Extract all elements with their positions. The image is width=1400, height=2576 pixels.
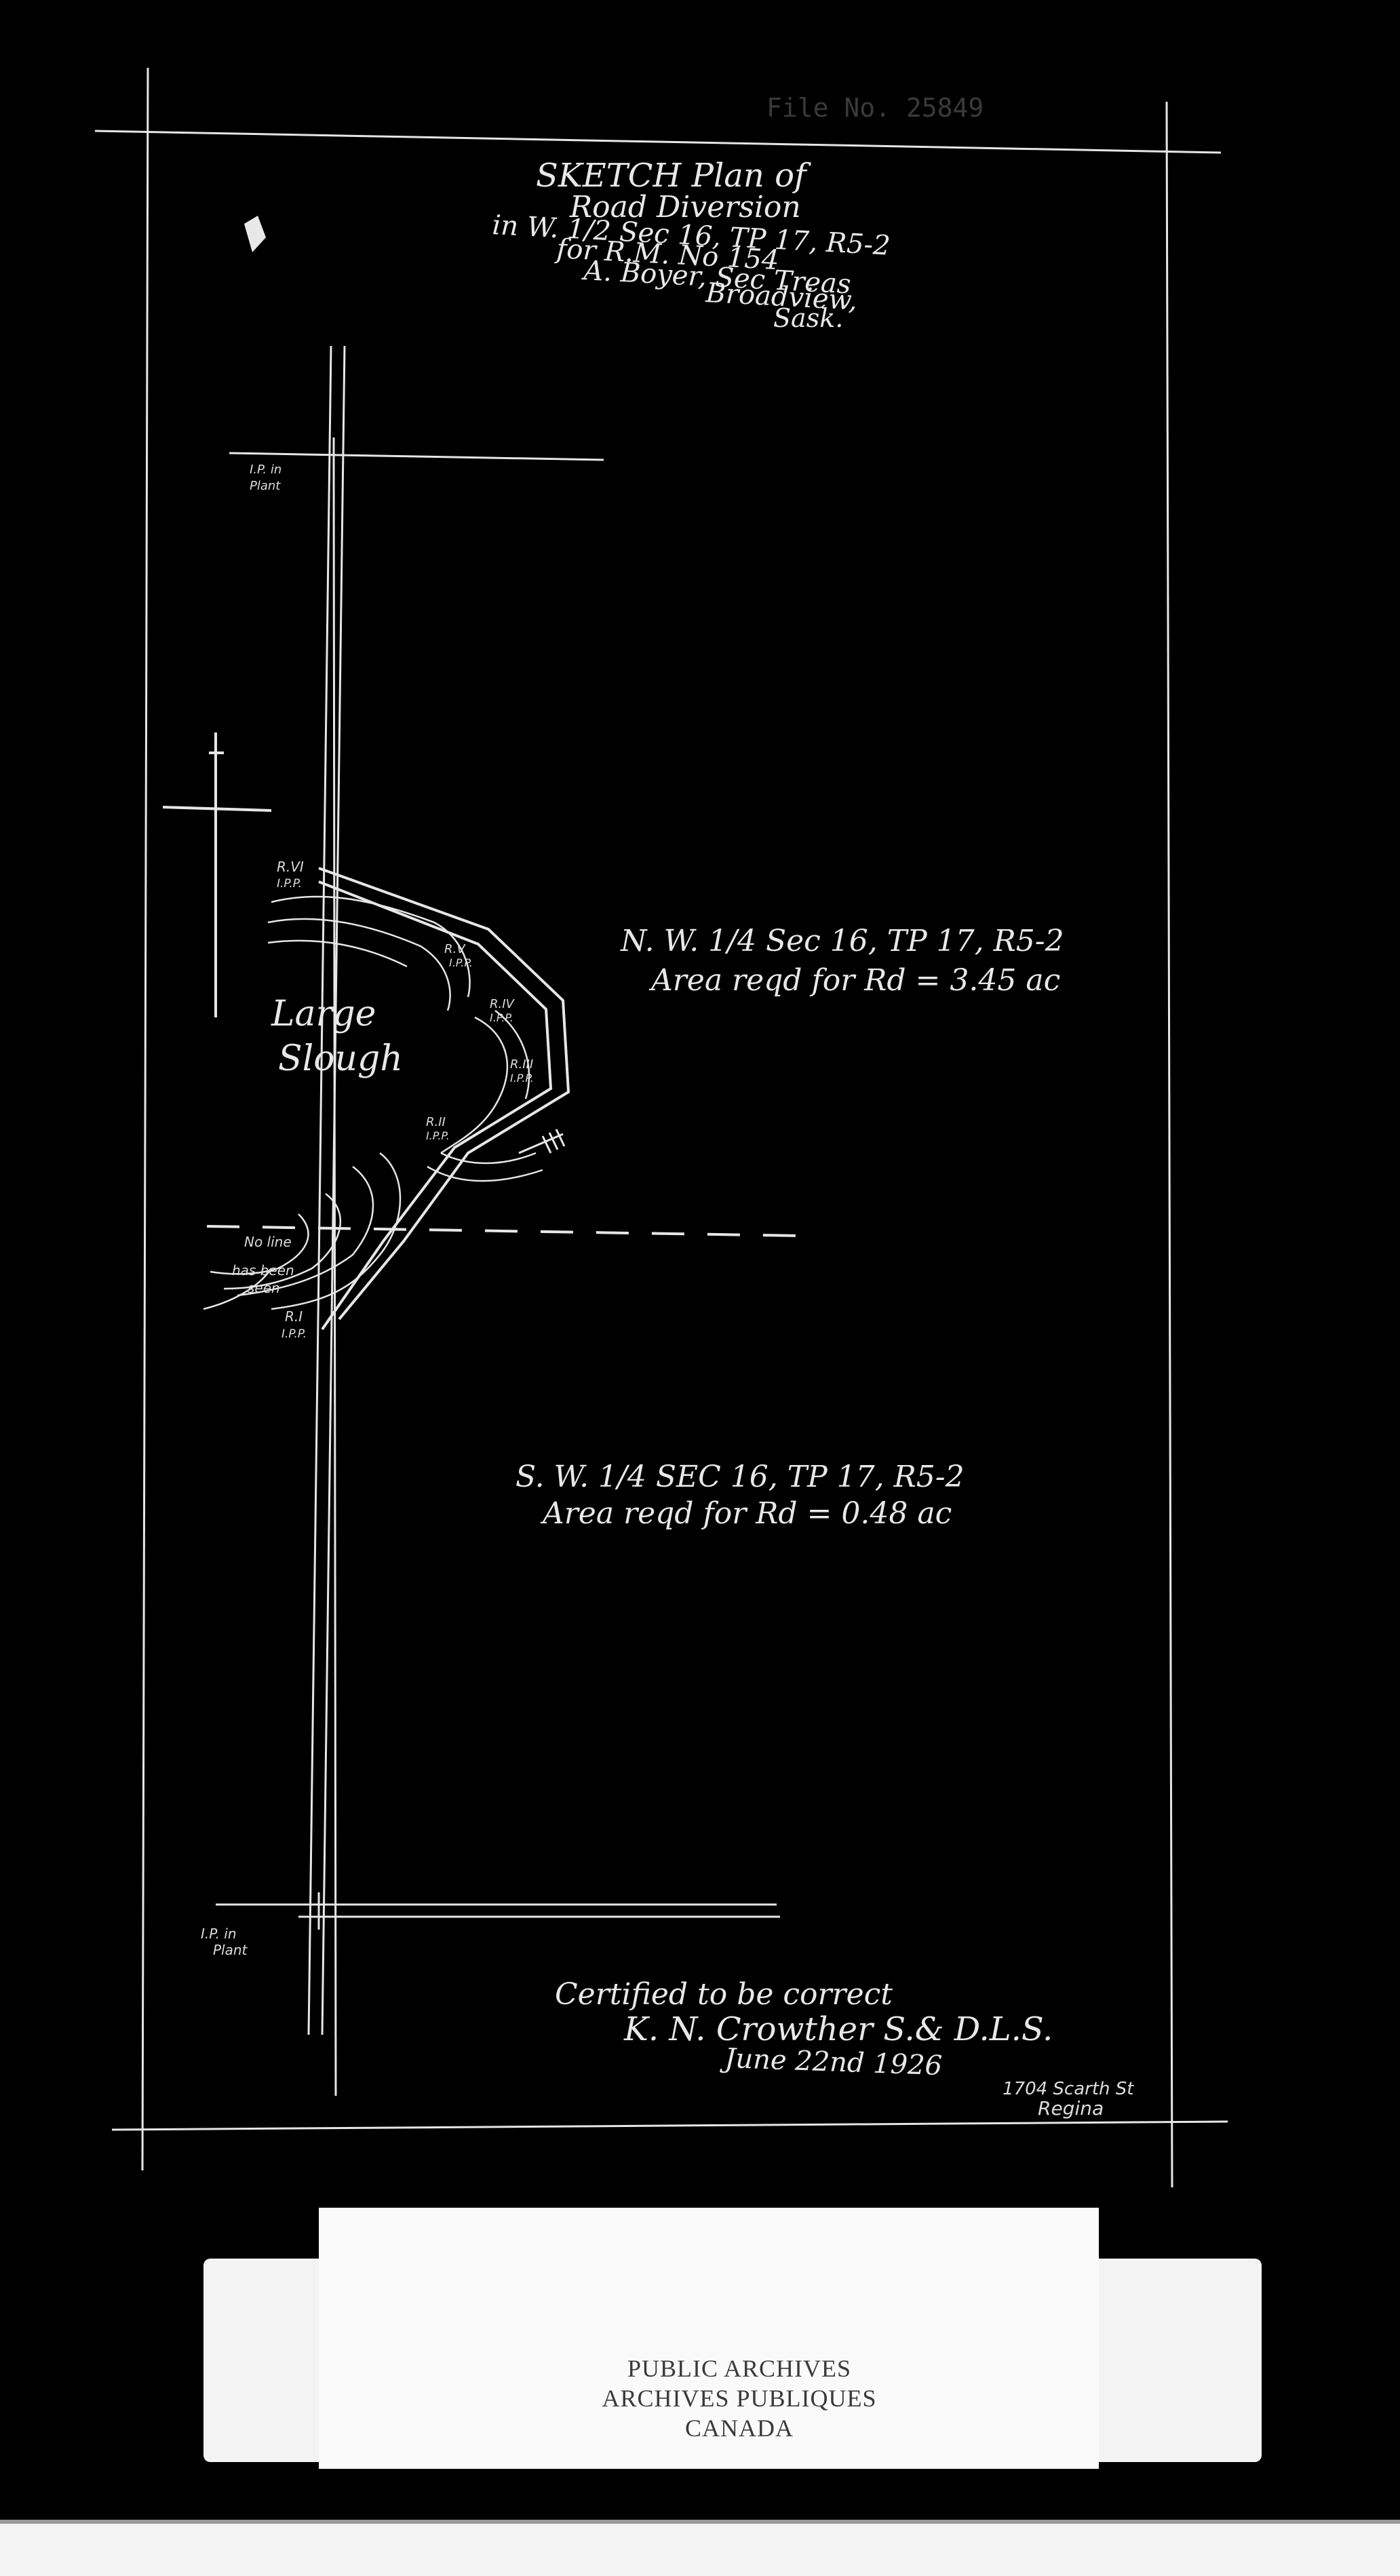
svg-text:Regina: Regina xyxy=(1038,2097,1104,2120)
stamp-line: ARCHIVES PUBLIQUES xyxy=(602,2385,877,2412)
bottom-section-line xyxy=(216,1892,780,1930)
title-line: Sask. xyxy=(773,303,843,333)
svg-text:I.P.P.: I.P.P. xyxy=(510,1072,534,1085)
svg-text:I.P. in: I.P. in xyxy=(201,1926,237,1942)
svg-text:I.P. in: I.P. in xyxy=(250,463,281,477)
svg-text:Plant: Plant xyxy=(250,479,281,493)
post-label-r-vi: R.VI I.P.P. xyxy=(277,859,304,891)
svg-text:Slough: Slough xyxy=(278,1038,403,1079)
svg-text:Area reqd for Rd = 0.48 ac: Area reqd for Rd = 0.48 ac xyxy=(540,1496,952,1531)
north-arrow-icon xyxy=(162,733,272,1017)
road-diversion xyxy=(318,867,570,1331)
certification-date: June 22nd 1926 xyxy=(720,2043,943,2082)
road-allowance xyxy=(307,345,346,2096)
svg-text:R.IV: R.IV xyxy=(490,997,516,1011)
post-label-r-iv: R.IV I.P.P. xyxy=(490,997,516,1024)
file-number: File No. 25849 xyxy=(766,93,984,123)
svg-text:Large: Large xyxy=(271,994,376,1034)
slough-label: Large Slough xyxy=(271,994,403,1079)
corner-label-top: I.P. in Plant xyxy=(250,463,281,493)
svg-text:I.P.P.: I.P.P. xyxy=(490,1011,513,1024)
svg-text:R.VI: R.VI xyxy=(277,859,304,875)
svg-text:I.P.P.: I.P.P. xyxy=(426,1129,450,1142)
sw-quarter-note: S. W. 1/4 SEC 16, TP 17, R5-2 Area reqd … xyxy=(516,1460,965,1531)
title-line: SKETCH Plan of xyxy=(536,157,811,195)
quarter-section-line xyxy=(206,1225,801,1237)
svg-text:R.I: R.I xyxy=(285,1308,303,1325)
post-label-r-i: R.I I.P.P. xyxy=(281,1308,307,1341)
svg-text:R.III: R.III xyxy=(510,1057,533,1072)
svg-text:Plant: Plant xyxy=(213,1942,248,1958)
stamp-line: PUBLIC ARCHIVES xyxy=(627,2355,852,2382)
archives-stamp-label xyxy=(319,2208,1099,2469)
sheet-border xyxy=(94,67,1228,2188)
svg-text:S. W. 1/4 SEC 16, TP 17, R5-2: S. W. 1/4 SEC 16, TP 17, R5-2 xyxy=(516,1460,965,1494)
svg-text:R.II: R.II xyxy=(426,1115,446,1129)
post-label-r-iii: R.III I.P.P. xyxy=(510,1057,534,1085)
corner-label-bottom: I.P. in Plant xyxy=(201,1926,248,1958)
post-label-r-v: R.V I.P.P. xyxy=(444,942,473,969)
title-line: Road Diversion xyxy=(569,190,801,225)
archives-stamp-text: PUBLIC ARCHIVES ARCHIVES PUBLIQUES CANAD… xyxy=(516,2354,963,2443)
flow-arrow-icon xyxy=(518,1129,566,1154)
no-line-note: No line has been seen xyxy=(232,1234,294,1296)
svg-text:1704 Scarth St: 1704 Scarth St xyxy=(1003,2079,1134,2099)
post-label-r-ii: R.II I.P.P. xyxy=(426,1115,450,1142)
svg-text:I.P.P.: I.P.P. xyxy=(277,877,302,891)
ink-smudge xyxy=(244,216,266,252)
title-block: SKETCH Plan of Road Diversion in W. 1/2 … xyxy=(491,157,891,333)
surveyor-address: 1704 Scarth St Regina xyxy=(1003,2079,1134,2120)
svg-text:seen: seen xyxy=(248,1280,280,1296)
slough-contours xyxy=(203,895,543,1310)
svg-text:I.P.P.: I.P.P. xyxy=(281,1327,307,1341)
surveyor-signature: K. N. Crowther S.& D.L.S. xyxy=(623,2010,1053,2048)
svg-text:Area reqd for Rd = 3.45 ac: Area reqd for Rd = 3.45 ac xyxy=(648,963,1060,998)
svg-text:has been: has been xyxy=(232,1262,294,1279)
svg-text:No line: No line xyxy=(244,1234,292,1250)
top-section-line xyxy=(229,437,604,468)
svg-text:I.P.P.: I.P.P. xyxy=(449,956,473,969)
certification-text: Certified to be correct xyxy=(555,1977,893,2012)
stamp-line: CANADA xyxy=(684,2415,794,2442)
nw-quarter-note: N. W. 1/4 Sec 16, TP 17, R5-2 Area reqd … xyxy=(620,924,1064,998)
svg-text:N. W. 1/4 Sec 16, TP 17, R5-2: N. W. 1/4 Sec 16, TP 17, R5-2 xyxy=(620,924,1064,958)
scan-bottom-strip xyxy=(0,2520,1400,2576)
certification-block: Certified to be correct K. N. Crowther S… xyxy=(555,1977,1053,2082)
svg-text:R.V: R.V xyxy=(444,942,466,956)
